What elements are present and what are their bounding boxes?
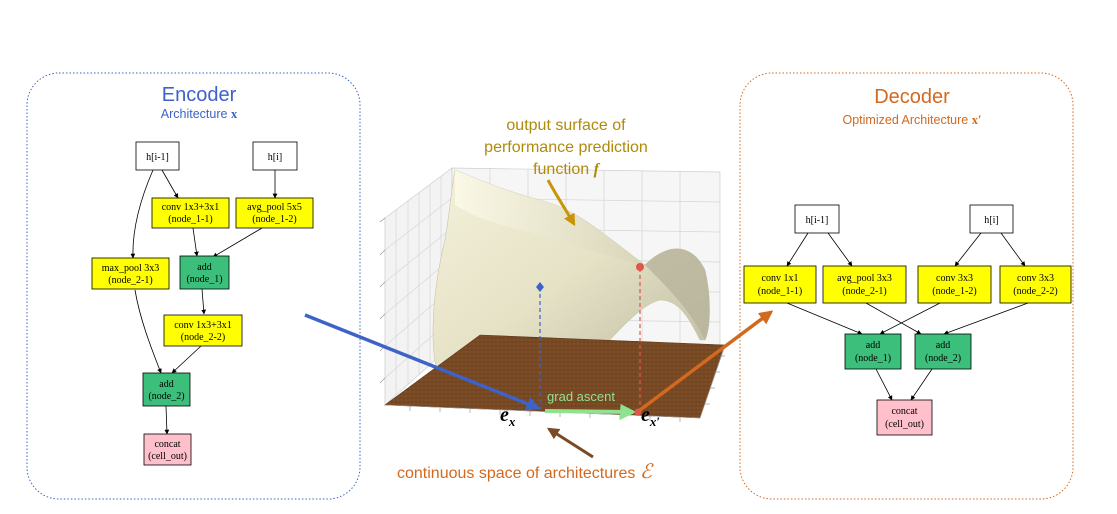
- svg-text:(cell_out): (cell_out): [885, 419, 924, 430]
- svg-text:conv 3x3: conv 3x3: [1017, 273, 1054, 284]
- svg-text:h[i]: h[i]: [984, 215, 998, 226]
- svg-text:(node_2-1): (node_2-1): [108, 275, 152, 286]
- surface-pointer-arrow: [546, 179, 576, 227]
- decoder-panel: Decoder Optimized Architecture x′ h[i-1]…: [739, 72, 1074, 500]
- svg-text:(node_1-1): (node_1-1): [168, 214, 212, 225]
- decoder-node-add-2: add (node_2): [914, 333, 972, 370]
- encoder-edges: [130, 169, 278, 435]
- svg-text:(node_2-2): (node_2-2): [181, 332, 225, 343]
- prediction-surface: [432, 169, 710, 379]
- svg-text:(node_1-1): (node_1-1): [758, 286, 802, 297]
- svg-text:add: add: [197, 262, 211, 273]
- svg-text:performance prediction: performance prediction: [484, 139, 648, 156]
- surface-label: output surface of performance prediction…: [484, 117, 648, 178]
- grad-ascent-arrow: [544, 403, 637, 420]
- decoder-subtitle: Optimized Architecture x′: [843, 113, 982, 127]
- svg-text:conv 1x1: conv 1x1: [762, 273, 799, 284]
- svg-text:(node_1): (node_1): [186, 274, 222, 285]
- svg-text:(node_2): (node_2): [925, 353, 961, 364]
- grad-ascent-label: grad ascent: [547, 389, 615, 404]
- exp-label: ex′: [641, 404, 660, 429]
- space-label: continuous space of architectures ℰ: [397, 461, 654, 483]
- ex-label: ex: [500, 404, 516, 429]
- svg-text:conv 3x3: conv 3x3: [936, 273, 973, 284]
- svg-text:add: add: [866, 340, 880, 351]
- encoder-node-2-1: max_pool 3x3 (node_2-1): [91, 257, 170, 290]
- encoder-node-add-2: add (node_2): [142, 372, 191, 407]
- svg-text:(node_2-2): (node_2-2): [1013, 286, 1057, 297]
- plot-axis-ticks: [379, 217, 726, 422]
- encoder-node-add-1: add (node_1): [179, 255, 230, 290]
- svg-text:h[i-1]: h[i-1]: [146, 152, 169, 163]
- ex-surface-point: [536, 282, 544, 292]
- svg-text:add: add: [936, 340, 950, 351]
- decoder-node-2-1: avg_pool 3x3 (node_2-1): [822, 265, 907, 304]
- decoder-node-h-i: h[i]: [969, 204, 1014, 234]
- svg-text:conv 1x3+3x1: conv 1x3+3x1: [162, 202, 220, 213]
- svg-text:(node_1): (node_1): [855, 353, 891, 364]
- decoder-frame: [739, 72, 1074, 500]
- svg-text:conv 1x3+3x1: conv 1x3+3x1: [174, 320, 232, 331]
- svg-text:concat: concat: [154, 439, 180, 450]
- decoder-node-concat: concat (cell_out): [876, 399, 933, 436]
- svg-text:h[i]: h[i]: [268, 152, 282, 163]
- decoder-title: Decoder: [874, 86, 950, 108]
- svg-text:(node_1-2): (node_1-2): [932, 286, 976, 297]
- decoder-node-1-2: conv 3x3 (node_1-2): [917, 265, 992, 304]
- svg-text:(node_2-1): (node_2-1): [842, 286, 886, 297]
- svg-text:(node_2): (node_2): [148, 391, 184, 402]
- encoder-node-concat: concat (cell_out): [143, 433, 192, 466]
- encoder-node-2-2: conv 1x3+3x1 (node_2-2): [163, 314, 243, 347]
- svg-text:h[i-1]: h[i-1]: [806, 215, 829, 226]
- exp-surface-point: [636, 263, 644, 271]
- decoder-node-2-2: conv 3x3 (node_2-2): [999, 265, 1072, 304]
- encoder-node-h-i: h[i]: [252, 141, 298, 171]
- encoder-panel: Encoder Architecture x h[i-1] h[i] conv …: [26, 72, 361, 500]
- svg-text:(node_1-2): (node_1-2): [252, 214, 296, 225]
- svg-text:avg_pool 3x3: avg_pool 3x3: [837, 273, 892, 284]
- surface-plot: grad ascent ex ex′ output surface of per…: [379, 117, 726, 483]
- svg-text:add: add: [159, 379, 173, 390]
- decoder-node-h-im1: h[i-1]: [794, 204, 840, 234]
- encoder-subtitle: Architecture x: [161, 107, 238, 121]
- svg-text:avg_pool 5x5: avg_pool 5x5: [247, 202, 302, 213]
- decoder-node-1-1: conv 1x1 (node_1-1): [743, 265, 817, 304]
- svg-text:function f: function f: [533, 161, 601, 178]
- encoder-node-1-1: conv 1x3+3x1 (node_1-1): [151, 197, 230, 229]
- svg-text:output surface of: output surface of: [506, 117, 626, 134]
- decoder-node-add-1: add (node_1): [844, 333, 902, 370]
- encoder-frame: [26, 72, 361, 500]
- encoder-node-h-im1: h[i-1]: [135, 141, 180, 171]
- encoder-title: Encoder: [162, 84, 237, 106]
- encode-arrow: [304, 313, 541, 411]
- svg-text:max_pool 3x3: max_pool 3x3: [102, 263, 160, 274]
- svg-text:concat: concat: [891, 406, 917, 417]
- decoder-edges: [786, 232, 1029, 401]
- exp-plane-point: [634, 408, 642, 416]
- space-pointer-arrow: [546, 427, 594, 459]
- decode-arrow: [638, 310, 774, 412]
- svg-text:(cell_out): (cell_out): [148, 451, 187, 462]
- encoder-node-1-2: avg_pool 5x5 (node_1-2): [235, 197, 314, 229]
